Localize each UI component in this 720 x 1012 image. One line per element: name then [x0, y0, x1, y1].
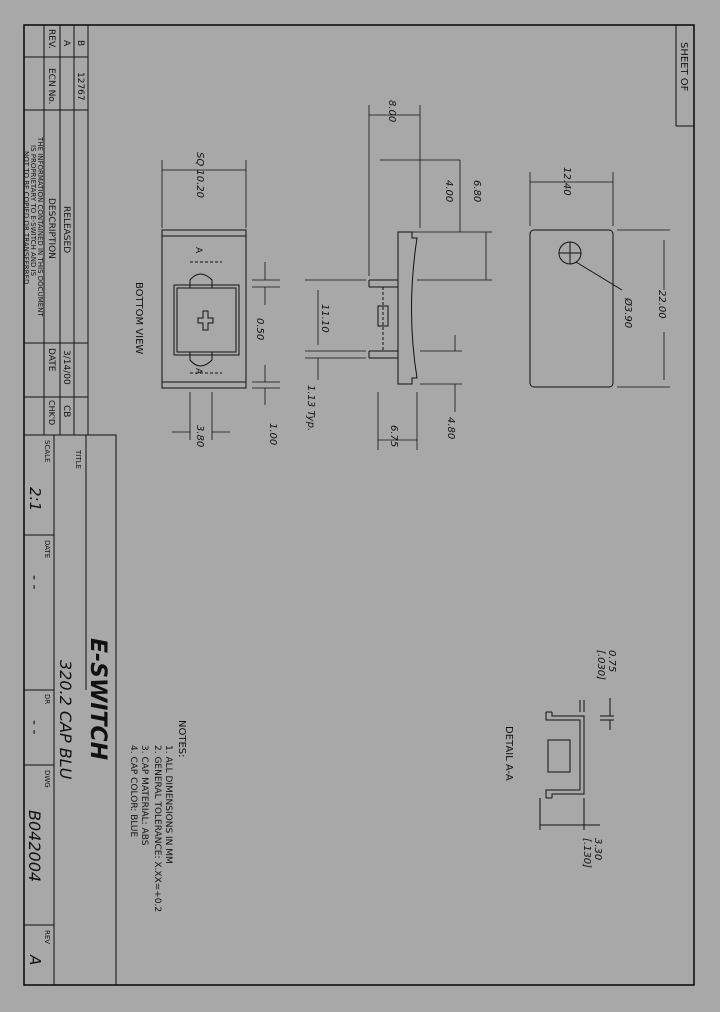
- side-view: [368, 231, 418, 385]
- dim-675: 6.75: [388, 425, 399, 447]
- rev-label: REV: [43, 930, 51, 944]
- dim-050: 0.50: [254, 318, 265, 340]
- date-value: - -: [26, 575, 42, 590]
- note-2: 2. GENERAL TOLERANCE: X.XX=+0.2: [152, 745, 162, 912]
- dim-800: 8.00: [386, 100, 397, 122]
- dim-680: 6.80: [471, 180, 482, 202]
- dim-480: 4.80: [445, 417, 456, 439]
- dim-330: 3.30: [592, 838, 603, 860]
- rev-header: REV.: [46, 29, 56, 49]
- ecn-header: ECN No.: [46, 68, 56, 105]
- dwg-label: DWG: [43, 770, 51, 788]
- rev-b-ecn: 12767: [75, 72, 85, 101]
- notice-line-3: NOT TO BE COPIED OR TRANSFERRED: [22, 151, 30, 284]
- notes-heading: NOTES:: [176, 720, 187, 758]
- rev-value: A: [26, 954, 44, 965]
- date-label: DATE: [43, 540, 51, 558]
- dim-100: 1.00: [267, 423, 278, 445]
- rev-a-chkd: CB: [61, 405, 71, 417]
- section-marker-top: A: [193, 247, 203, 254]
- note-3: 3. CAP MATERIAL: ABS: [139, 745, 149, 846]
- dr-label: DR: [43, 694, 51, 704]
- dr-value: - -: [26, 720, 42, 735]
- company-logo: E-SWITCH: [85, 638, 110, 760]
- dim-hole: Ø3.90: [622, 297, 634, 328]
- rev-b: B: [75, 40, 85, 46]
- dim-113: 1.13 Typ.: [305, 385, 316, 431]
- detail-a-a: [539, 698, 614, 830]
- chkd-header: CHK'D: [47, 400, 56, 425]
- date-header: DATE: [46, 348, 56, 372]
- note-1: 1. ALL DIMENSIONS IN MM: [163, 745, 173, 864]
- rev-a-date: 3/14/00: [61, 350, 71, 385]
- dim-1110: 11.10: [319, 304, 330, 333]
- dim-330-in: [.130]: [581, 838, 592, 868]
- bottom-view-label: BOTTOM VIEW: [133, 282, 144, 354]
- sheet-label: SHEET OF: [678, 42, 689, 92]
- notice-line-2: IS PROPRIETARY TO E-SWITCH AND IS: [29, 145, 37, 277]
- dim-sq: SQ 10.20: [194, 152, 205, 198]
- title-label: TITLE: [74, 449, 82, 469]
- rev-a: A: [61, 40, 71, 47]
- section-marker-bottom: A: [193, 368, 203, 375]
- dwg-number: B042004: [25, 810, 44, 882]
- side-view-dimensions: [305, 105, 492, 450]
- bottom-view: [161, 229, 247, 389]
- dim-380: 3.80: [194, 425, 205, 447]
- scale-value: 2:1: [26, 487, 44, 511]
- revision-block: [24, 25, 89, 436]
- dim-075: 0.75: [606, 650, 617, 672]
- desc-header: DESCRIPTION: [46, 198, 56, 259]
- notice-line-1: THE INFORMATION CONTAINED IN THIS DOCUME…: [36, 136, 44, 317]
- note-4: 4. CAP COLOR: BLUE: [128, 745, 138, 838]
- dim-1240: 12.40: [561, 167, 572, 196]
- bottom-view-dimensions: [161, 160, 280, 440]
- title-block: [23, 434, 117, 986]
- dim-400: 4.00: [443, 180, 454, 202]
- scale-label: SCALE: [43, 440, 51, 462]
- drawing-title: 320.2 CAP BLU: [56, 660, 75, 780]
- dim-2200: 22.00: [656, 290, 667, 319]
- rev-a-desc: RELEASED: [61, 206, 71, 253]
- top-view: [529, 229, 623, 388]
- top-view-dimensions: [529, 172, 670, 388]
- detail-label: DETAIL A-A: [503, 726, 514, 781]
- sheet-box: SHEET OF: [675, 25, 694, 127]
- dim-075-in: [.030]: [595, 650, 606, 680]
